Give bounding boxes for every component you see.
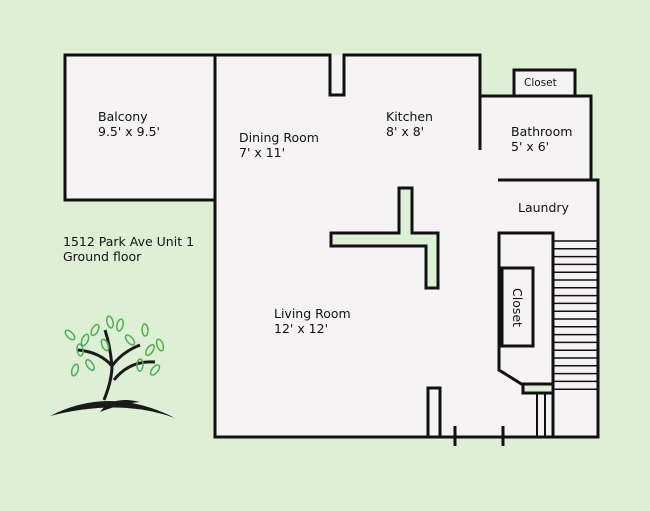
closet-side-label: Closet [510, 288, 525, 327]
closet-top-label: Closet [524, 77, 557, 89]
leaf [105, 315, 115, 329]
leaf [116, 318, 124, 332]
leaf [155, 338, 165, 352]
leaf [136, 358, 144, 372]
leaf [141, 323, 149, 337]
tree-icon [50, 315, 175, 418]
closet-side-outline [500, 266, 535, 348]
laundry-wall [213, 55, 600, 439]
leaf [70, 363, 80, 377]
leaf [145, 344, 155, 356]
leaf [100, 338, 110, 352]
leaf [90, 323, 100, 337]
outer-wall [215, 53, 482, 150]
kitchen-island [329, 186, 440, 290]
leaf [80, 333, 90, 347]
stair-enclosure [497, 231, 555, 437]
leaf [64, 329, 76, 341]
door-jamb [426, 386, 442, 437]
laundry-label: Laundry [518, 200, 569, 215]
leaf [76, 343, 84, 357]
leaf [149, 364, 161, 376]
closet-top-outline [512, 68, 577, 98]
landing [521, 382, 555, 395]
leaf [124, 334, 136, 346]
staircase [553, 240, 598, 390]
leaf [85, 359, 95, 371]
